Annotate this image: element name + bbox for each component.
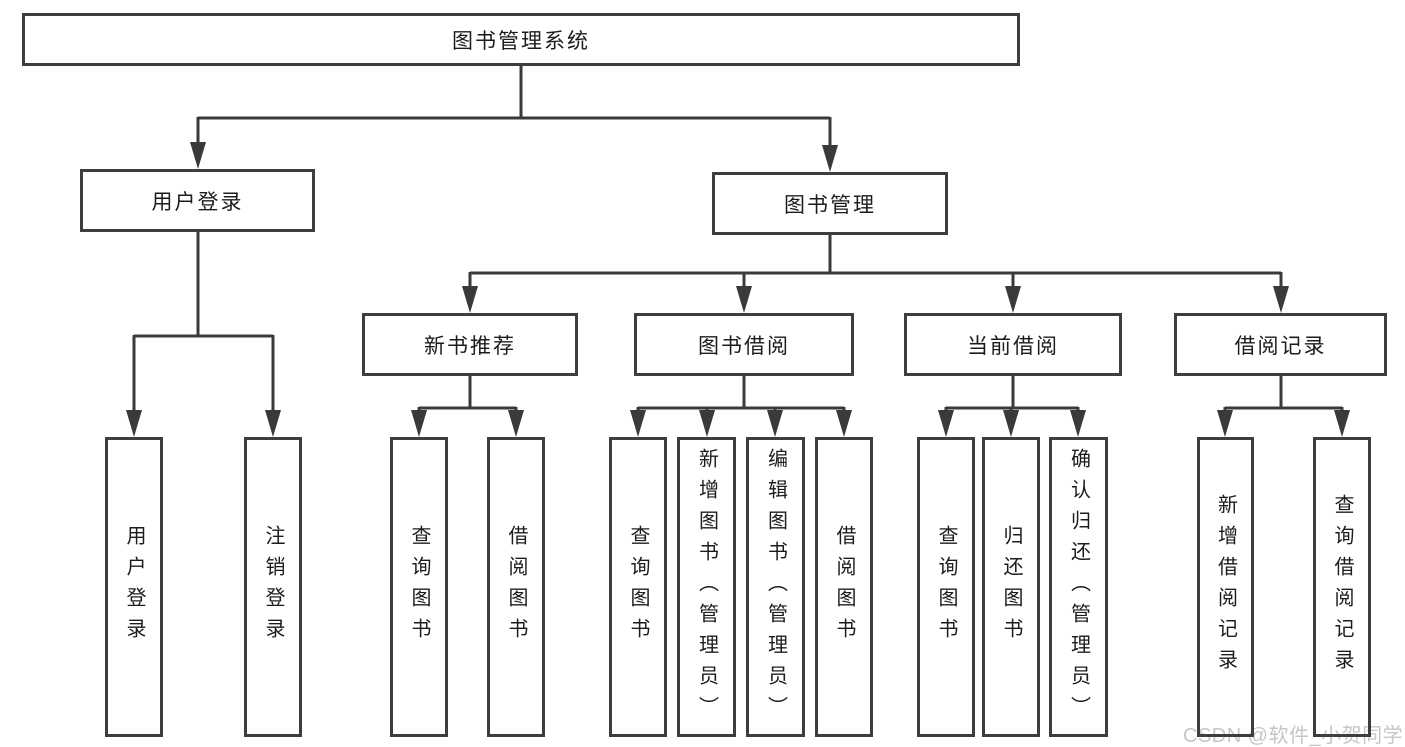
leaf-borrow-query-books-label: 查询图书 [627, 525, 649, 649]
leaf-logout-label: 注销登录 [262, 525, 284, 649]
leaf-borrow-books: 借阅图书 [815, 437, 873, 737]
leaf-query-borrow-record: 查询借阅记录 [1313, 437, 1371, 737]
leaf-edit-books-admin-label: 编辑图书（管理员） [764, 447, 787, 727]
leaf-recommend-query-books-label: 查询图书 [408, 525, 430, 649]
node-book-management-label: 图书管理 [784, 193, 876, 217]
node-new-book-recommend-label: 新书推荐 [424, 334, 516, 358]
leaf-borrow-query-books: 查询图书 [609, 437, 667, 737]
leaf-add-borrow-record-label: 新增借阅记录 [1214, 494, 1237, 680]
node-borrow-records-label: 借阅记录 [1234, 334, 1327, 358]
node-root: 图书管理系统 [22, 13, 1020, 66]
leaf-current-query-books-label: 查询图书 [935, 525, 957, 649]
node-root-label: 图书管理系统 [452, 29, 590, 53]
node-book-management: 图书管理 [712, 172, 948, 235]
leaf-recommend-borrow-books-label: 借阅图书 [505, 525, 527, 649]
leaf-recommend-borrow-books: 借阅图书 [487, 437, 545, 737]
leaf-confirm-return-admin: 确认归还（管理员） [1049, 437, 1108, 737]
leaf-current-query-books: 查询图书 [917, 437, 975, 737]
node-user-login-label: 用户登录 [151, 190, 244, 214]
node-borrow-records: 借阅记录 [1174, 313, 1387, 376]
leaf-add-books-admin-label: 新增图书（管理员） [695, 447, 718, 727]
leaf-borrow-books-label: 借阅图书 [833, 525, 855, 649]
leaf-return-books-label: 归还图书 [1000, 525, 1022, 649]
leaf-user-login: 用户登录 [105, 437, 163, 737]
csdn-watermark: CSDN @软件_小贺同学 [1183, 725, 1404, 747]
node-user-login: 用户登录 [80, 169, 315, 232]
leaf-confirm-return-admin-label: 确认归还（管理员） [1067, 447, 1090, 727]
leaf-return-books: 归还图书 [982, 437, 1040, 737]
node-current-borrow-label: 当前借阅 [967, 334, 1059, 358]
leaf-user-login-label: 用户登录 [123, 525, 145, 649]
node-book-borrow: 图书借阅 [634, 313, 854, 376]
leaf-add-books-admin: 新增图书（管理员） [677, 437, 736, 737]
leaf-logout: 注销登录 [244, 437, 302, 737]
leaf-recommend-query-books: 查询图书 [390, 437, 448, 737]
node-new-book-recommend: 新书推荐 [362, 313, 578, 376]
leaf-add-borrow-record: 新增借阅记录 [1197, 437, 1254, 737]
leaf-query-borrow-record-label: 查询借阅记录 [1331, 494, 1353, 680]
node-current-borrow: 当前借阅 [904, 313, 1122, 376]
arrowheads [126, 142, 1350, 437]
leaf-edit-books-admin: 编辑图书（管理员） [746, 437, 805, 737]
node-book-borrow-label: 图书借阅 [698, 334, 790, 358]
